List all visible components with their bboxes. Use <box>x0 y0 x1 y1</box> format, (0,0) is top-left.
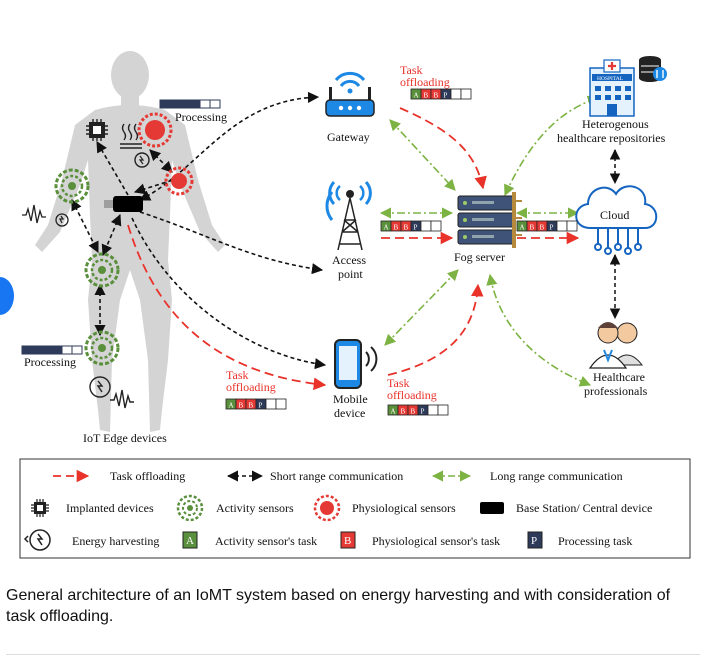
repositories-label-line2: healthcare repositories <box>557 131 666 145</box>
queue-letter-p: P <box>550 223 554 231</box>
task-offloading-label-mobile-1: Task <box>387 376 410 390</box>
implanted-device-chip-icon <box>86 119 108 141</box>
legend-task-offloading: Task offloading <box>110 469 185 483</box>
queue-letter-p: P <box>421 407 425 415</box>
queue-letter-a: A <box>391 407 396 415</box>
queue-letter-a: A <box>414 91 419 99</box>
queue-letter-b: B <box>411 407 416 415</box>
legend-physiological-task: Physiological sensor's task <box>372 534 500 548</box>
healthcare-professionals-icon <box>588 322 644 369</box>
access-point-label-line2: point <box>338 267 363 281</box>
task-queue-body: A B B P <box>225 398 287 410</box>
task-offloading-label-body-1: Task <box>226 368 249 382</box>
gateway-label: Gateway <box>327 130 370 144</box>
processing-bar-top <box>159 99 221 109</box>
energy-harvesting-wave-icon-leg <box>89 376 134 409</box>
task-offloading-label-gateway-1: Task <box>400 63 423 77</box>
energy-harvesting-wave-icon-arm <box>22 204 69 227</box>
task-offloading-label-gateway-2: offloading <box>400 75 450 89</box>
queue-letter-a: A <box>520 223 525 231</box>
legend-physiological-task-icon: B <box>340 531 356 549</box>
legend-implanted: Implanted devices <box>66 501 154 515</box>
legend-physiological-sensors: Physiological sensors <box>352 501 456 515</box>
physiological-sensor-abdomen-icon <box>164 166 194 196</box>
iot-edge-devices-label: IoT Edge devices <box>83 431 167 445</box>
queue-letter-b: B <box>239 401 244 409</box>
legend-activity-sensor-icon <box>176 494 204 522</box>
legend-base-station: Base Station/ Central device <box>516 501 652 515</box>
mobile-device-label-line1: Mobile <box>333 392 368 406</box>
legend-processing-task-letter: P <box>531 535 537 547</box>
long-range-links <box>379 95 600 387</box>
queue-letter-b: B <box>540 223 545 231</box>
mobile-device-label-line2: device <box>334 406 365 420</box>
legend-activity-sensors: Activity sensors <box>216 501 294 515</box>
legend-processing-task: Processing task <box>558 534 632 548</box>
queue-letter-b: B <box>401 407 406 415</box>
legend: Task offloading Short range communicatio… <box>19 458 691 559</box>
processing-bar-left <box>21 345 83 355</box>
access-point-tower-icon <box>325 180 372 251</box>
short-range-links <box>71 91 327 370</box>
task-queue-fog-to-cloud: A B B P <box>516 220 578 232</box>
processing-label-top: Processing <box>175 110 227 124</box>
processing-label-left: Processing <box>24 355 76 369</box>
task-offloading-label-body-2: offloading <box>226 380 276 394</box>
task-queue-gateway: A B B P <box>410 88 472 100</box>
queue-letter-b: B <box>424 91 429 99</box>
hospital-sign-text: HOSPITAL <box>597 76 624 82</box>
human-body-silhouette <box>35 51 225 432</box>
activity-sensor-knee-icon <box>84 330 120 366</box>
legend-base-station-icon <box>480 502 504 514</box>
legend-long-range: Long range communication <box>490 469 623 483</box>
legend-short-range: Short range communication <box>270 469 403 483</box>
access-point-label-line1: Access <box>332 253 366 267</box>
physiological-sensor-chest-icon <box>137 112 173 148</box>
legend-physiological-task-letter: B <box>344 535 351 547</box>
queue-letter-b: B <box>394 223 399 231</box>
divider <box>6 654 700 655</box>
task-queue-access-point: A B B P <box>380 220 442 232</box>
cloud-icon <box>575 185 658 255</box>
legend-activity-task-icon: A <box>182 531 198 549</box>
queue-letter-b: B <box>249 401 254 409</box>
queue-letter-b: B <box>434 91 439 99</box>
gateway-router-icon <box>325 71 375 117</box>
side-scroll-indicator[interactable] <box>0 277 14 315</box>
queue-letter-p: P <box>444 91 448 99</box>
fog-server-label: Fog server <box>454 250 505 264</box>
legend-physiological-sensor-icon <box>313 494 341 522</box>
professionals-label-line1: Healthcare <box>593 370 645 384</box>
activity-sensor-thigh-icon <box>84 252 120 288</box>
task-offloading-label-mobile-2: offloading <box>387 388 437 402</box>
cloud-label: Cloud <box>600 208 629 222</box>
figure-caption: General architecture of an IoMT system b… <box>6 587 671 625</box>
queue-letter-p: P <box>414 223 418 231</box>
queue-letter-a: A <box>384 223 389 231</box>
legend-processing-task-icon: P <box>527 531 543 549</box>
professionals-label-line2: professionals <box>584 384 648 398</box>
iomt-architecture-diagram: Processing Processing IoT Edge devices G… <box>19 51 691 559</box>
task-queue-mobile: A B B P <box>387 404 449 416</box>
legend-energy-harvesting: Energy harvesting <box>72 534 159 548</box>
legend-activity-task: Activity sensor's task <box>215 534 317 548</box>
hospital-repositories-icon: HOSPITAL <box>589 56 667 117</box>
queue-letter-a: A <box>229 401 234 409</box>
legend-activity-task-letter: A <box>186 535 194 547</box>
heat-harvesting-icon <box>120 123 150 168</box>
repositories-label-line1: Heterogenous <box>582 117 649 131</box>
legend-implanted-chip-icon <box>31 499 49 517</box>
mobile-device-icon <box>334 339 378 389</box>
base-station-icon <box>104 196 143 212</box>
activity-sensor-arm-icon <box>54 168 90 204</box>
queue-letter-p: P <box>259 401 263 409</box>
fog-server-icon <box>457 192 522 248</box>
queue-letter-b: B <box>530 223 535 231</box>
legend-energy-harvesting-icon <box>23 529 51 551</box>
queue-letter-b: B <box>404 223 409 231</box>
